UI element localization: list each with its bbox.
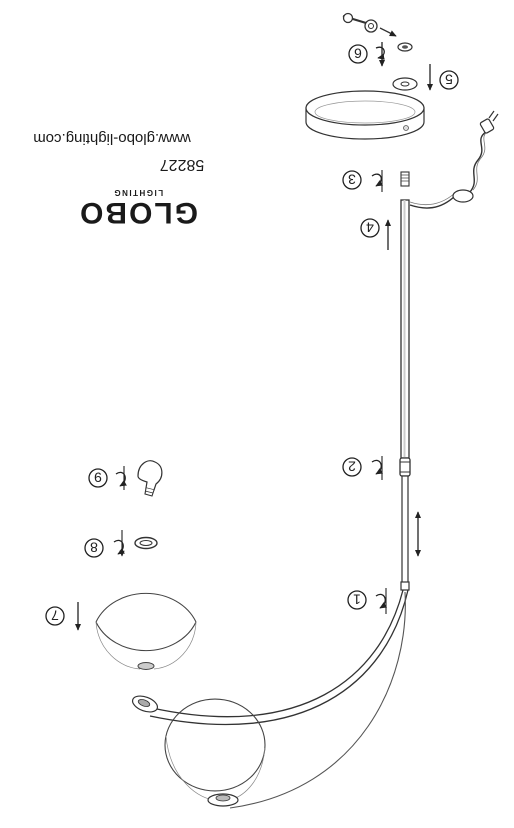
step-2-marker: 2 bbox=[342, 456, 383, 480]
step-5-number-circle bbox=[439, 70, 459, 90]
arm-socket-holder bbox=[131, 695, 159, 713]
step-5-label: 5 bbox=[445, 72, 453, 88]
step-5-marker: 5 bbox=[426, 64, 459, 91]
rotate-arrow-icon bbox=[375, 588, 387, 614]
step-6-marker: 6 bbox=[348, 42, 386, 67]
step-2-label: 2 bbox=[348, 459, 356, 475]
curved-arms bbox=[149, 589, 409, 809]
step-7-label: 7 bbox=[51, 608, 59, 624]
ceiling-canopy bbox=[305, 90, 425, 140]
step-9-label: 9 bbox=[94, 470, 102, 486]
step-6-number-circle bbox=[348, 44, 368, 64]
step-1-marker: 1 bbox=[347, 588, 387, 614]
step-3-marker: 3 bbox=[342, 170, 383, 192]
light-bulb-icon bbox=[137, 460, 163, 497]
inline-switch bbox=[452, 189, 474, 203]
lower-tube bbox=[400, 475, 410, 591]
rotate-arrow-icon bbox=[371, 170, 383, 192]
website-url: www.globo-lighting.com bbox=[33, 130, 192, 147]
washer bbox=[392, 77, 418, 91]
brand-tagline: LIGHTING bbox=[113, 188, 163, 197]
tube-coupling bbox=[399, 457, 411, 477]
threaded-nipple bbox=[400, 171, 410, 187]
assembled-glass-globe bbox=[164, 698, 266, 807]
step-4-number-circle bbox=[360, 218, 380, 238]
step-1-number-circle bbox=[347, 590, 367, 610]
mounting-key-icon bbox=[342, 12, 397, 37]
step-1-label: 1 bbox=[353, 592, 361, 608]
brand-block: GLOBO LIGHTING 58227 www.globo-lighting.… bbox=[33, 130, 204, 229]
rotate-arrow-icon bbox=[371, 456, 383, 480]
cap-nut bbox=[397, 42, 413, 52]
rotate-arrow-icon bbox=[115, 466, 127, 490]
rotate-arrow-icon bbox=[375, 42, 386, 67]
step-3-number-circle bbox=[342, 170, 362, 190]
step-4-marker: 4 bbox=[360, 218, 392, 250]
rotate-arrow-icon bbox=[113, 530, 125, 557]
step-9-marker: 9 bbox=[88, 466, 127, 490]
socket-ring bbox=[134, 536, 158, 550]
step-8-number-circle bbox=[84, 538, 104, 558]
glass-globe bbox=[95, 592, 197, 670]
power-cord bbox=[409, 110, 499, 209]
step-4-label: 4 bbox=[366, 220, 374, 236]
step-8-label: 8 bbox=[90, 540, 98, 556]
step-6-label: 6 bbox=[354, 46, 362, 62]
step-7-marker: 7 bbox=[45, 602, 82, 631]
step-9-number-circle bbox=[88, 468, 108, 488]
step-8-marker: 8 bbox=[84, 530, 125, 558]
step-3-label: 3 bbox=[348, 172, 356, 188]
step-2-number-circle bbox=[342, 457, 362, 477]
step-7-number-circle bbox=[45, 606, 65, 626]
upper-tube bbox=[400, 199, 410, 459]
model-number: 58227 bbox=[160, 156, 205, 173]
power-plug-icon bbox=[479, 110, 499, 134]
brand-logo: GLOBO bbox=[78, 196, 198, 229]
